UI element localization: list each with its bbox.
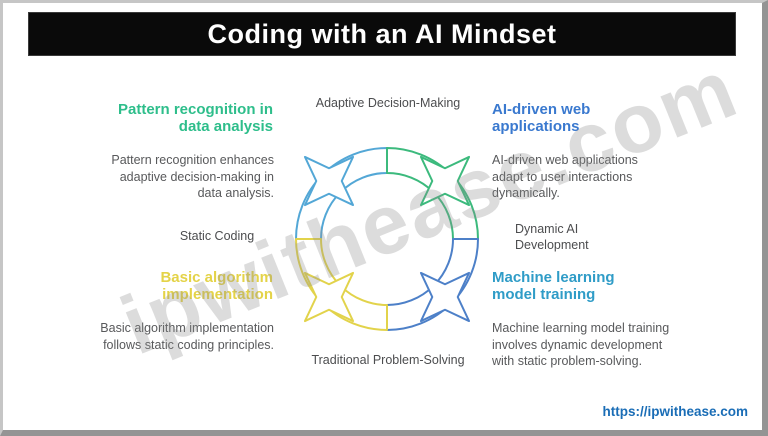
heading-basic-algorithm: Basic algorithm implementation [160,269,273,303]
body-ai-driven-web: AI-driven web applications adapt to user… [492,153,638,201]
cycle-arrowhead-se-icon [419,271,471,323]
cycle-diagram [295,147,479,331]
body-pattern-recognition: Pattern recognition enhances adaptive de… [111,153,274,201]
cycle-arc-bottom-left-icon [295,238,388,331]
page-title: Coding with an AI Mindset [207,18,557,49]
cycle-label-traditional-problem-solving: Traditional Problem-Solving [311,353,465,367]
cycle-arrowhead-ne-icon [419,155,471,207]
heading-ai-driven-web: AI-driven web applications [492,101,591,135]
body-basic-algorithm: Basic algorithm implementation follows s… [100,321,274,352]
title-banner: Coding with an AI Mindset [28,12,736,56]
cycle-label-dynamic-ai-development: Dynamic AI Development [515,222,589,252]
cycle-label-static-coding: Static Coding [179,229,255,243]
cycle-arrowhead-nw-icon [303,155,355,207]
cycle-arrowhead-sw-icon [303,271,355,323]
footer-url-link[interactable]: https://ipwithease.com [602,404,748,419]
heading-pattern-recognition: Pattern recognition in data analysis [117,101,273,135]
cycle-label-adaptive-decision-making: Adaptive Decision-Making [315,96,461,110]
heading-ml-model-training: Machine learning model training [492,269,615,303]
body-ml-model-training: Machine learning model training involves… [492,321,670,369]
